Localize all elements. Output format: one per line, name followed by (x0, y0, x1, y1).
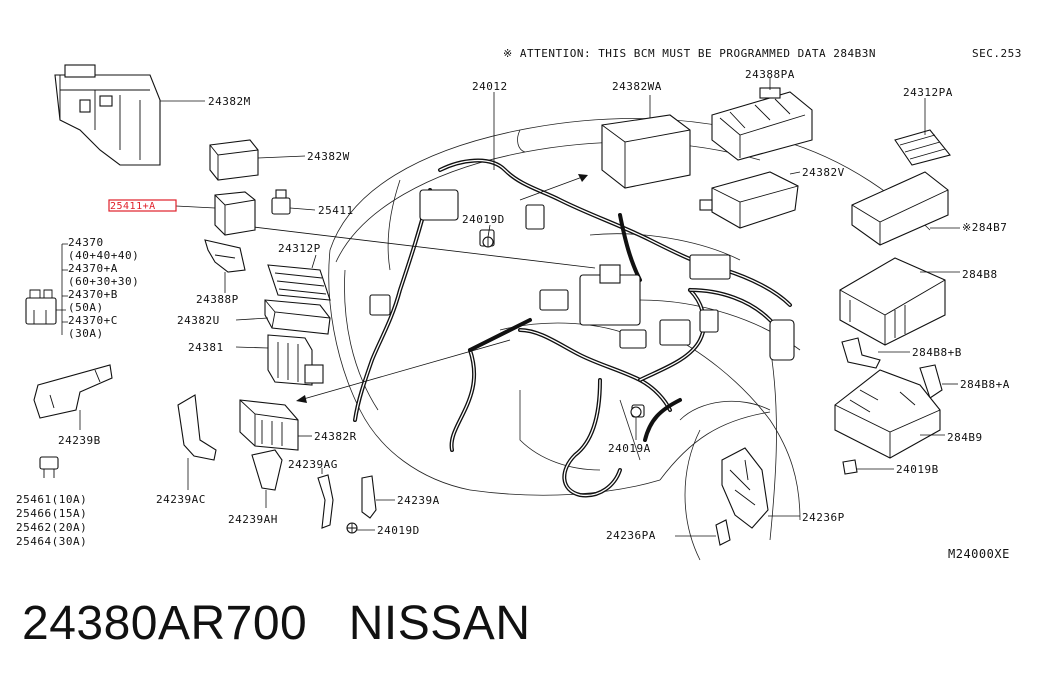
label-24239AH: 24239AH (228, 513, 278, 526)
fusible-link-0: 24370 (68, 236, 104, 249)
part-24382WA (601, 95, 691, 189)
label-24382W: 24382W (307, 150, 350, 163)
label-24236PA: 24236PA (606, 529, 656, 542)
part-24312PA (894, 98, 951, 166)
part-24239B (33, 364, 113, 430)
label-24239AG: 24239AG (288, 458, 338, 471)
fusible-link-4: 24370+B (68, 288, 118, 301)
label-24312PA: 24312PA (903, 86, 953, 99)
part-25411A (175, 191, 256, 236)
fusible-link-6: 24370+C (68, 314, 118, 327)
caption-brand: NISSAN (348, 597, 531, 650)
part-24239AH (251, 449, 283, 508)
label-24382WA: 24382WA (612, 80, 662, 93)
label-24239AC: 24239AC (156, 493, 206, 506)
label-24239A: 24239A (397, 494, 440, 507)
label-24388PA: 24388PA (745, 68, 795, 81)
label-24019A: 24019A (608, 442, 651, 455)
part-284B9 (834, 369, 945, 459)
fuse-0: 25461(10A) (16, 493, 87, 506)
part-24388P (204, 239, 246, 293)
label-24312P: 24312P (278, 242, 321, 255)
label-24388P: 24388P (196, 293, 239, 306)
part-24382M (54, 64, 205, 166)
part-284B8B (841, 337, 910, 369)
part-caption: 24380AR700 NISSAN (22, 596, 530, 651)
fusible-link-3: (60+30+30) (68, 275, 139, 288)
part-284B8A (919, 364, 958, 399)
part-24382U (235, 299, 331, 335)
highlight-box-25411A (108, 199, 177, 212)
part-24239AC (177, 394, 217, 490)
fusible-link-1: (40+40+40) (68, 249, 139, 262)
label-24382U: 24382U (177, 314, 220, 327)
label-24019D-top: 24019D (462, 213, 505, 226)
label-284B7: ※284B7 (962, 221, 1007, 234)
diagram-code: M24000XE (948, 547, 1010, 561)
part-24382R (239, 399, 312, 451)
part-24019D-top (482, 224, 494, 248)
part-24239AG (317, 468, 334, 529)
part-24312P (267, 254, 331, 301)
part-25411 (271, 189, 316, 215)
label-284B8: 284B8 (962, 268, 998, 281)
fuse-3: 25464(30A) (16, 535, 87, 548)
label-284B9: 284B9 (947, 431, 983, 444)
label-24019B: 24019B (896, 463, 939, 476)
label-25411A[interactable]: 25411+A (110, 201, 156, 212)
label-25411: 25411 (318, 204, 354, 217)
part-284B8 (839, 257, 960, 346)
fusible-link-7: (30A) (68, 327, 104, 340)
label-24012: 24012 (472, 80, 508, 93)
part-24019D-bottom (346, 522, 375, 534)
label-284B8A: 284B8+A (960, 378, 1010, 391)
main-harness-24012 (353, 158, 795, 498)
part-24019B (842, 459, 894, 475)
part-24236PA (675, 519, 731, 546)
label-284B8B: 284B8+B (912, 346, 962, 359)
label-24239B: 24239B (58, 434, 101, 447)
fuse-1: 25466(15A) (16, 507, 87, 520)
part-24236P (721, 447, 800, 529)
label-24236P: 24236P (802, 511, 845, 524)
label-24382R: 24382R (314, 430, 357, 443)
section-ref: SEC.253 (972, 47, 1022, 60)
fuse-2: 25462(20A) (16, 521, 87, 534)
label-24382V: 24382V (802, 166, 845, 179)
caption-part-number: 24380AR700 (22, 597, 308, 650)
label-24382M: 24382M (208, 95, 251, 108)
part-284B7 (851, 171, 960, 246)
label-24019D-bottom: 24019D (377, 524, 420, 537)
part-24382V (699, 171, 801, 229)
part-24388PA (711, 78, 813, 161)
part-24019A (630, 406, 642, 440)
part-25461-fuse (39, 456, 59, 478)
label-24381: 24381 (188, 341, 224, 354)
part-24370-fusible-link (25, 243, 68, 335)
fusible-link-5: (50A) (68, 301, 104, 314)
part-24239A (361, 475, 395, 519)
fusible-link-2: 24370+A (68, 262, 118, 275)
attention-note: ※ ATTENTION: THIS BCM MUST BE PROGRAMMED… (503, 47, 876, 60)
part-24382W (209, 139, 306, 181)
part-24381 (235, 334, 324, 386)
